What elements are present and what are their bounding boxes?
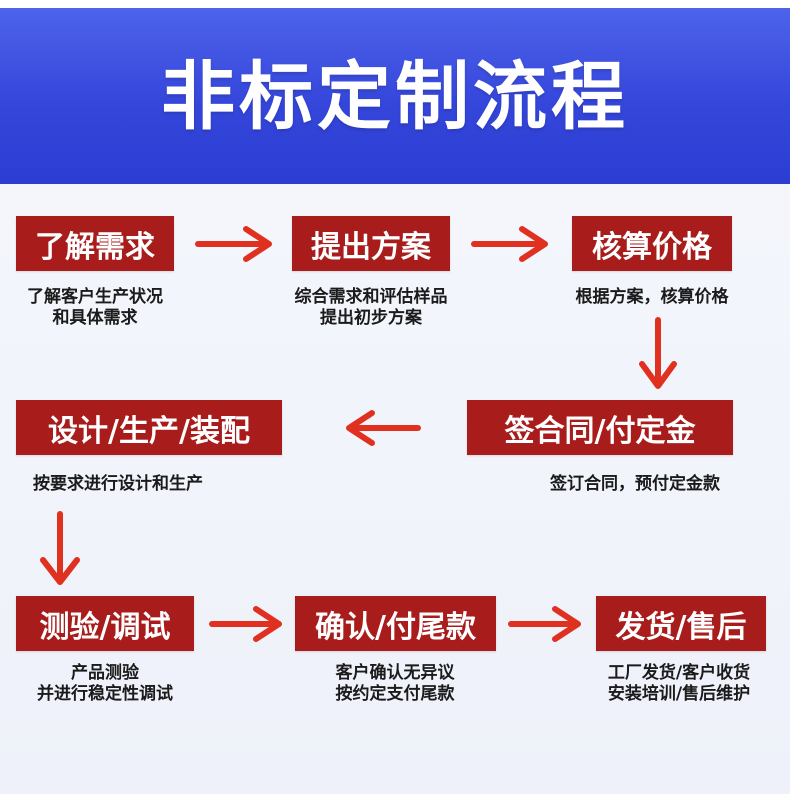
- step-propose-plan: 提出方案: [292, 216, 450, 271]
- step-calc-price: 核算价格: [572, 216, 732, 271]
- step-ship-aftersale: 发货/售后: [596, 596, 766, 651]
- step-contract-deposit-desc: 签订合同，预付定金款: [550, 474, 720, 494]
- step-ship-aftersale-desc: 工厂发货/客户收货 安装培训/售后维护: [607, 663, 751, 704]
- header-banner: 非标定制流程: [0, 8, 790, 184]
- step-design-production: 设计/生产/装配: [16, 400, 282, 455]
- step-label: 签合同/付定金: [504, 413, 696, 449]
- step-label: 测验/调试: [39, 609, 171, 645]
- step-design-production-desc: 按要求进行设计和生产: [33, 474, 203, 494]
- step-label: 设计/生产/装配: [48, 413, 250, 449]
- step-label: 确认/付尾款: [315, 609, 476, 645]
- step-label: 了解需求: [35, 229, 155, 265]
- step-understand-needs-desc: 了解客户生产状况 和具体需求: [27, 287, 163, 328]
- step-label: 发货/售后: [615, 609, 747, 645]
- arrow-right-icon: [195, 226, 272, 262]
- page-title: 非标定制流程: [161, 54, 629, 140]
- arrow-down-icon: [639, 317, 677, 389]
- step-label: 提出方案: [311, 229, 431, 265]
- arrow-right-icon: [471, 226, 548, 262]
- step-test-debug: 测验/调试: [16, 596, 194, 651]
- flow-area: [0, 184, 790, 794]
- arrow-down-icon: [40, 511, 80, 585]
- step-label: 核算价格: [592, 229, 712, 265]
- step-confirm-final-pay: 确认/付尾款: [295, 596, 496, 651]
- arrow-right-icon: [209, 606, 282, 642]
- step-calc-price-desc: 根据方案，核算价格: [575, 287, 729, 307]
- step-confirm-final-pay-desc: 客户确认无异议 按约定支付尾款: [335, 663, 455, 704]
- arrow-right-icon: [508, 606, 581, 642]
- step-propose-plan-desc: 综合需求和评估样品 提出初步方案: [294, 287, 448, 328]
- step-contract-deposit: 签合同/付定金: [467, 400, 733, 455]
- arrow-left-icon: [346, 410, 421, 446]
- step-test-debug-desc: 产品测验 并进行稳定性调试: [37, 663, 173, 704]
- step-understand-needs: 了解需求: [16, 216, 174, 271]
- top-strip: [0, 0, 790, 8]
